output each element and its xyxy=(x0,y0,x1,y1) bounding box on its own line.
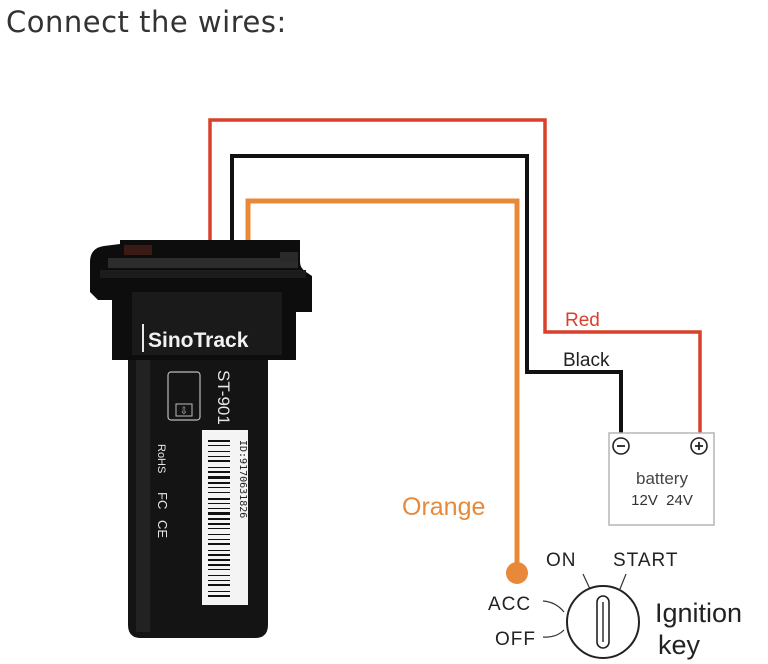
device-mark-ce: CE xyxy=(155,520,170,538)
battery-voltages: 12V 24V xyxy=(631,492,693,509)
orange-terminal-dot xyxy=(506,562,528,584)
orange-wire xyxy=(245,198,520,568)
ignition-start-label: START xyxy=(613,550,679,571)
sinotrack-logo: SinoTrack xyxy=(142,324,249,352)
ignition-acc-label: ACC xyxy=(488,594,531,615)
black-wire xyxy=(230,154,623,433)
ignition-off-label: OFF xyxy=(495,629,536,650)
usb-port-icon xyxy=(167,371,201,421)
battery-label: battery xyxy=(636,469,688,488)
red-wire xyxy=(208,118,702,433)
black-wire-label: Black xyxy=(563,350,610,371)
device-mark-fc: FC xyxy=(155,492,170,509)
ignition-key-label-line2: key xyxy=(658,630,701,660)
ignition-on-label: ON xyxy=(546,550,577,571)
svg-text:⇩: ⇩ xyxy=(180,406,188,417)
diagram-title: Connect the wires: xyxy=(6,5,287,39)
battery: battery 12V 24V xyxy=(608,432,715,526)
device-mark-rohs: RoHS xyxy=(155,444,167,473)
barcode xyxy=(208,440,230,597)
orange-wire-label: Orange xyxy=(402,493,485,521)
ignition-switch: ON START ACC OFF Ignition key xyxy=(488,550,742,660)
red-wire-label: Red xyxy=(565,310,600,331)
device-model: ST-901 xyxy=(214,370,233,425)
device-id: ID:9170631826 xyxy=(237,440,248,518)
ignition-key-label-line1: Ignition xyxy=(655,598,742,628)
device-brand: SinoTrack xyxy=(148,329,249,352)
device-label-panel: ST-901 RoHS FC CE xyxy=(155,370,233,538)
gps-tracker-device: SinoTrack ST-901 RoHS FC CE ⇩ ID:9170631… xyxy=(90,240,312,638)
